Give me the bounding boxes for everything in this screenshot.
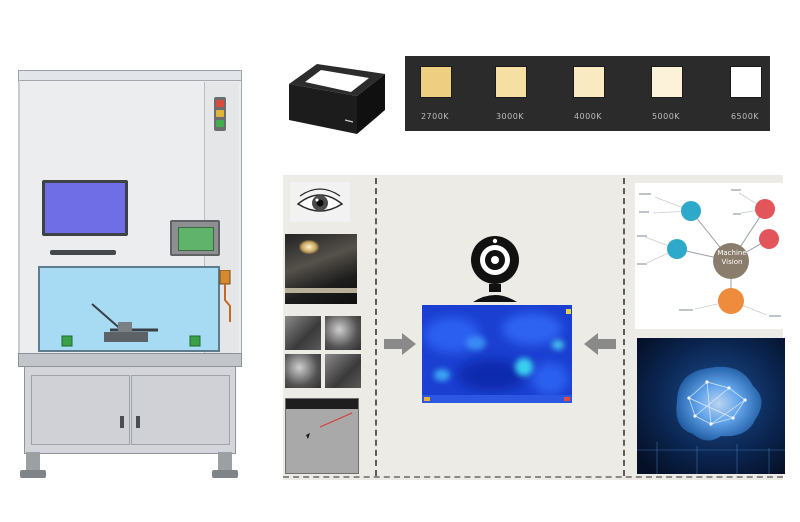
mind-map-center-label: Machine Vision <box>717 249 747 266</box>
swatch-3000k <box>495 66 527 98</box>
mind-map-drawing <box>637 189 781 317</box>
swatch-2700k <box>420 66 452 98</box>
cable-drawing <box>219 270 231 322</box>
arrow-right-icon <box>384 333 416 355</box>
cabinet-foot <box>212 470 238 478</box>
divider-right <box>623 178 625 476</box>
lower-cabinet <box>24 366 236 454</box>
signal-tower-lamp <box>214 97 226 131</box>
keyboard <box>50 250 116 255</box>
cabinet-foot <box>20 470 46 478</box>
swatch-6500k <box>730 66 762 98</box>
cabinet-door-left <box>31 375 130 445</box>
robot-arm-drawing <box>61 303 201 347</box>
sample-image-lit <box>285 234 357 304</box>
sample-image <box>285 354 321 388</box>
mind-map-image: Machine Vision <box>635 183 785 329</box>
sample-image <box>325 316 361 350</box>
swatch-label: 6500K <box>730 112 760 121</box>
defect-sample-image <box>285 398 359 474</box>
cabinet-door-right <box>131 375 230 445</box>
heatmap-image <box>422 305 572 403</box>
swatch-label: 2700K <box>420 112 450 121</box>
sample-image <box>285 316 321 350</box>
work-table <box>18 353 242 367</box>
swatch-label: 5000K <box>651 112 681 121</box>
cabinet-leg <box>26 452 40 474</box>
inspection-machine-icon <box>14 70 244 490</box>
eye-icon <box>290 182 350 222</box>
swatch-4000k <box>573 66 605 98</box>
sample-image-grid <box>285 316 375 388</box>
divider-left <box>375 178 377 476</box>
inspection-window <box>38 266 220 352</box>
hmi-panel <box>170 220 220 256</box>
webcam-icon <box>471 236 519 302</box>
divider-bottom <box>283 476 783 478</box>
sample-image <box>325 354 361 388</box>
light-box-icon <box>289 64 385 134</box>
swatch-5000k <box>651 66 683 98</box>
cabinet-edge <box>18 82 20 354</box>
arrow-left-icon <box>584 333 616 355</box>
swatch-label: 4000K <box>573 112 603 121</box>
color-temperature-panel: 2700K 3000K 4000K 5000K 6500K <box>405 56 770 131</box>
cabinet-leg <box>218 452 232 474</box>
swatch-label: 3000K <box>495 112 525 121</box>
neural-brain-icon <box>637 338 785 474</box>
monitor-screen <box>42 180 128 236</box>
